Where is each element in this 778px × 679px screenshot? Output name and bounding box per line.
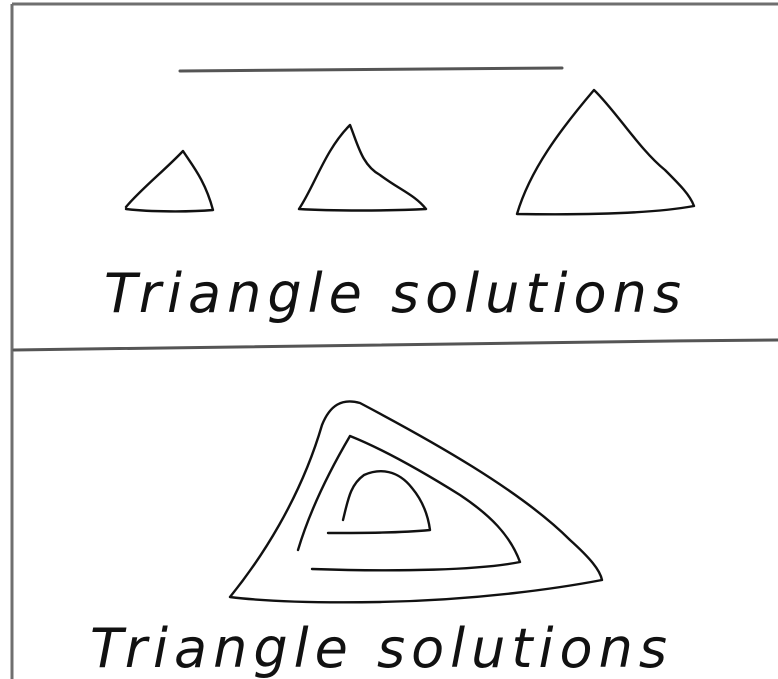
large-triangle (515, 88, 696, 216)
medium-triangle (297, 123, 428, 212)
panel-divider (12, 338, 778, 352)
top-panel: Triangle solutions (104, 66, 696, 325)
bottom-caption: Triangle solutions (90, 617, 673, 679)
middle-triangle-loop (296, 434, 522, 572)
frame (10, 2, 778, 679)
bottom-panel: Triangle solutions (90, 400, 673, 679)
top-rule-line (178, 66, 564, 73)
outer-triangle-loop (228, 400, 604, 604)
inner-triangle-loop (326, 470, 432, 535)
top-caption: Triangle solutions (104, 262, 687, 325)
small-triangle (124, 149, 215, 213)
